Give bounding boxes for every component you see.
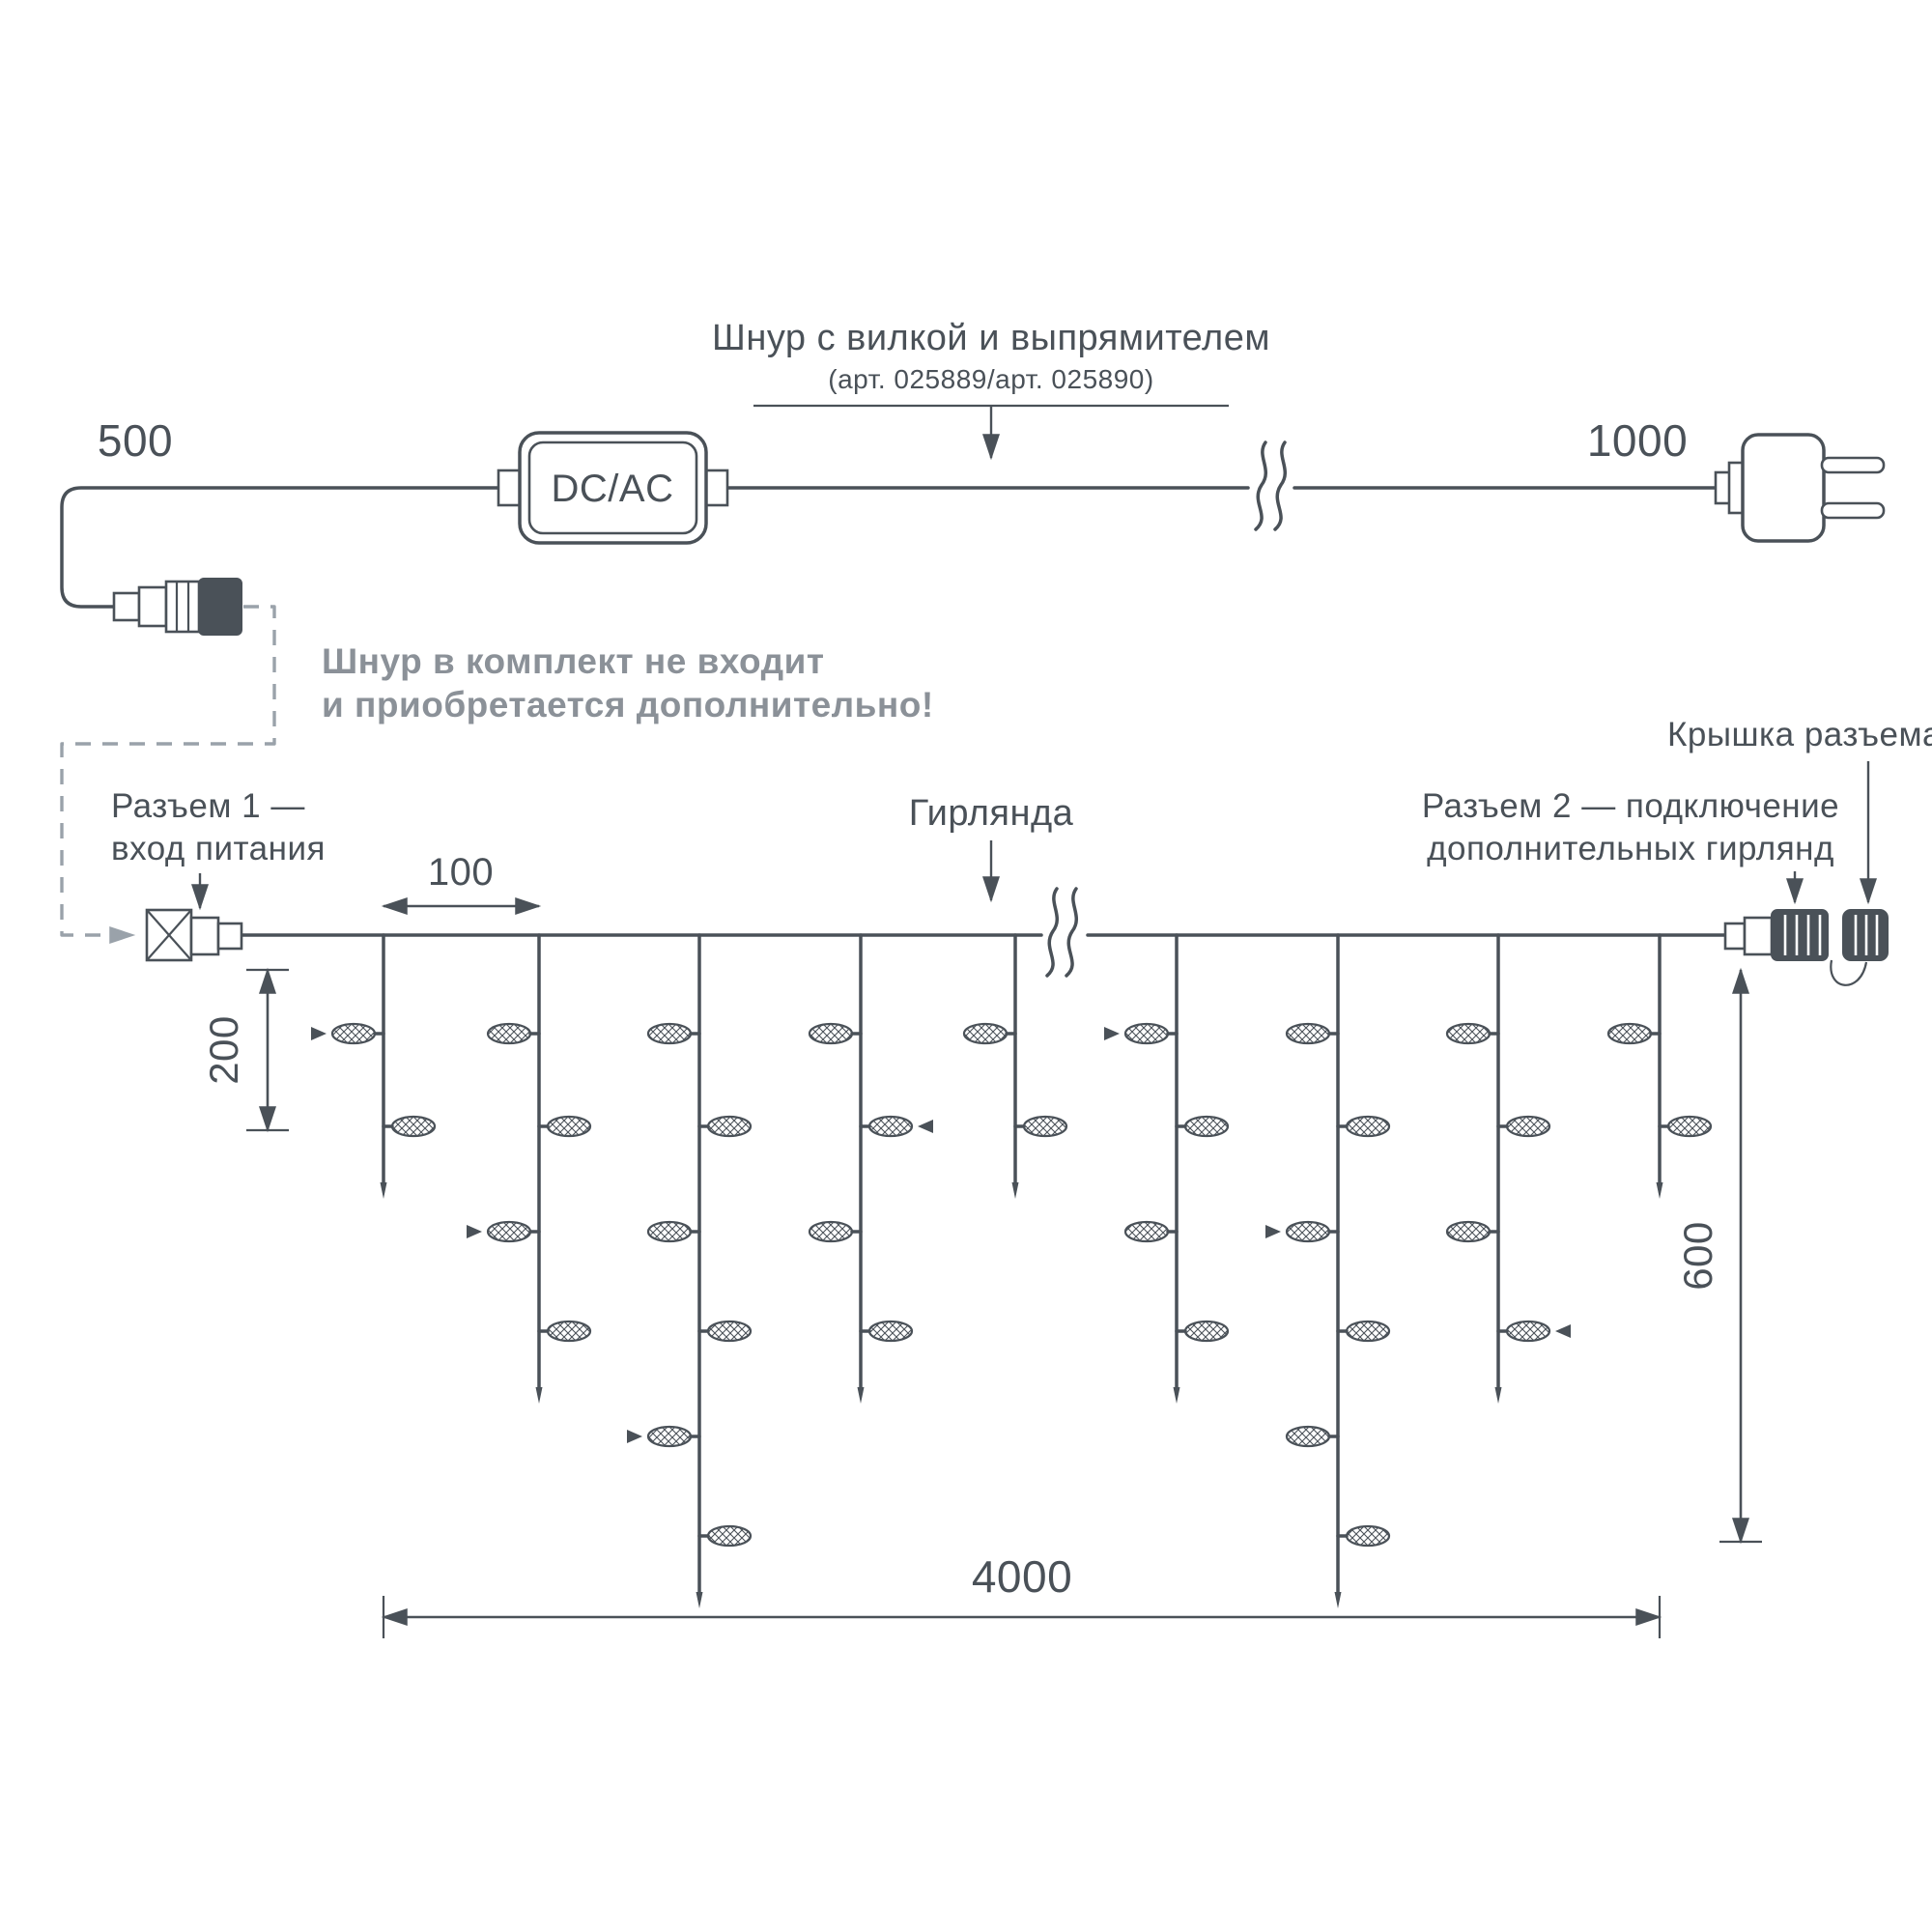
cap-lanyard — [1830, 959, 1868, 986]
bulb-icon — [1505, 1320, 1551, 1343]
bulb-icon — [1285, 1425, 1331, 1448]
bulb-icon — [706, 1524, 753, 1548]
bulb-icon — [1285, 1220, 1331, 1243]
dimension-4000: 4000 — [381, 1551, 1662, 1638]
cord-connector-icon — [112, 578, 242, 636]
dim-100-label: 100 — [428, 851, 494, 894]
bulb-icon — [486, 1022, 532, 1045]
connector2-label-line2: дополнительных гирлянд — [1427, 830, 1834, 867]
dimension-600: 600 — [1675, 967, 1762, 1545]
dcac-converter: DC/AC — [497, 431, 729, 545]
drop-tip — [857, 1387, 865, 1404]
dim-1000: 1000 — [1587, 415, 1688, 466]
garland-label: Гирлянда — [909, 793, 1074, 834]
connector2-label-line1: Разъем 2 — подключение — [1422, 787, 1839, 825]
bulb-icon — [1285, 1022, 1331, 1045]
cord-wire-left — [60, 486, 504, 609]
bulb-icon — [646, 1022, 693, 1045]
cap-label: Крышка разъема — [1667, 716, 1932, 753]
bulb-icon — [646, 1425, 693, 1448]
garland-break-icon — [1045, 887, 1079, 978]
connector1-icon — [145, 908, 243, 962]
garland-assembly: Разъем 1 — вход питания Гирлянда Разъем … — [111, 716, 1932, 1638]
drop-tip — [1334, 1592, 1342, 1608]
dimension-100: 100 — [381, 851, 542, 915]
bulb-icon — [962, 1022, 1009, 1045]
bulb-icon — [808, 1220, 854, 1243]
note-line-1: Шнур в комплект не входит — [322, 641, 824, 681]
bulb-icon — [546, 1115, 592, 1138]
flash-arrow-icon — [1104, 1027, 1120, 1040]
dcac-label: DC/AC — [552, 468, 674, 510]
bulb-icon — [1445, 1220, 1492, 1243]
cord-subtitle: (арт. 025889/арт. 025890) — [828, 364, 1153, 394]
bulb-icon — [867, 1115, 914, 1138]
bulb-icon — [486, 1220, 532, 1243]
drop-tip — [1494, 1387, 1502, 1404]
bulb-icon — [706, 1115, 753, 1138]
connector-cap-icon — [1842, 909, 1889, 961]
drop-tip — [696, 1592, 703, 1608]
dimension-200: 200 — [201, 967, 289, 1133]
connector1-label-line2: вход питания — [111, 830, 326, 867]
bulb-icon — [1123, 1022, 1170, 1045]
bulb-icon — [1606, 1022, 1653, 1045]
bulb-icon — [808, 1022, 854, 1045]
flash-arrow-icon — [918, 1120, 933, 1133]
flash-arrow-icon — [311, 1027, 327, 1040]
power-plug-icon — [1714, 433, 1886, 543]
bulb-icon — [1022, 1115, 1068, 1138]
drop-tip — [1011, 1182, 1019, 1199]
dim-200-label: 200 — [201, 1015, 246, 1085]
bulb-icon — [1345, 1115, 1391, 1138]
drop-tip — [1656, 1182, 1663, 1199]
bulb-icon — [1345, 1320, 1391, 1343]
dim-600-label: 600 — [1675, 1221, 1720, 1291]
not-included-note: Шнур в комплект не входит и приобретаетс… — [322, 641, 934, 724]
bulb-icon — [390, 1115, 437, 1138]
bulb-icon — [1183, 1320, 1230, 1343]
bulb-icon — [706, 1320, 753, 1343]
dashed-connection-path — [60, 605, 276, 944]
note-line-2: и приобретается дополнительно! — [322, 685, 934, 724]
bulb-icon — [1445, 1022, 1492, 1045]
connector2-icon — [1723, 909, 1829, 961]
bulb-icon — [1183, 1115, 1230, 1138]
bulb-icon — [1123, 1220, 1170, 1243]
bulb-icon — [646, 1220, 693, 1243]
drop-tip — [1173, 1387, 1180, 1404]
bulb-icon — [867, 1320, 914, 1343]
bulb-icon — [1666, 1115, 1713, 1138]
dim-4000-label: 4000 — [972, 1551, 1072, 1602]
flash-arrow-icon — [467, 1225, 482, 1238]
bulb-icon — [1505, 1115, 1551, 1138]
bulb-icon — [1345, 1524, 1391, 1548]
cord-break-icon — [1254, 440, 1288, 531]
drop-tip — [380, 1182, 387, 1199]
drop-tip — [535, 1387, 543, 1404]
flash-arrow-icon — [1265, 1225, 1281, 1238]
dim-500: 500 — [98, 415, 173, 466]
power-cord-assembly: Шнур с вилкой и выпрямителем (арт. 02588… — [60, 318, 1886, 636]
flash-arrow-icon — [1555, 1324, 1571, 1338]
bulb-icon — [546, 1320, 592, 1343]
connector1-label-line1: Разъем 1 — — [111, 787, 305, 825]
cord-title: Шнур с вилкой и выпрямителем — [712, 318, 1270, 358]
flash-arrow-icon — [627, 1430, 642, 1443]
garland-drops — [311, 933, 1713, 1608]
bulb-icon — [330, 1022, 377, 1045]
